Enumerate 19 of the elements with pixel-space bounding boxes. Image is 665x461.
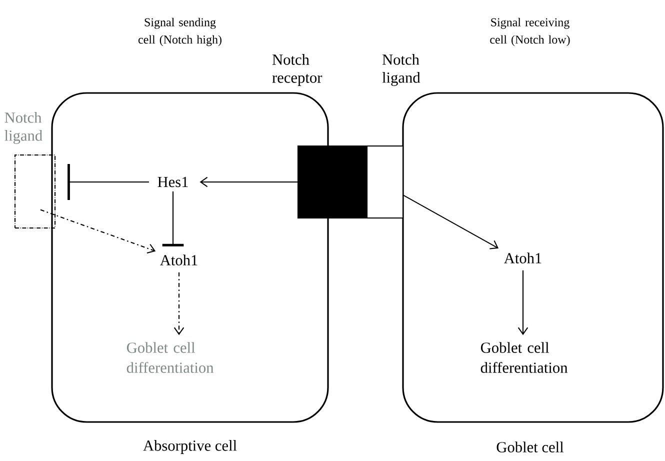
cell-heading: Signal receiving cell (Notch low): [490, 18, 570, 46]
node-label: Atoh1: [504, 252, 542, 264]
node-label: Hes1: [158, 176, 188, 188]
protein-label: Notch ligand: [382, 54, 420, 86]
arrow: [403, 194, 499, 250]
arrow: [174, 272, 184, 336]
arrow: [200, 176, 298, 188]
node-label: Goblet cell differentiation: [480, 342, 568, 373]
inhibition-line: [68, 164, 149, 200]
node-label: Goblet cell differentiation: [126, 342, 214, 373]
cell-name: Goblet cell: [496, 442, 564, 452]
cell-heading: Signal sending cell (Notch high): [138, 18, 222, 46]
arrow: [40, 209, 156, 254]
protein-label: Notch ligand: [4, 112, 42, 144]
protein-label: Notch receptor: [272, 54, 322, 86]
node-label: Atoh1: [160, 254, 198, 266]
inhibition-line: [162, 191, 184, 246]
arrow: [518, 270, 528, 336]
cell-name: Absorptive cell: [143, 440, 237, 454]
